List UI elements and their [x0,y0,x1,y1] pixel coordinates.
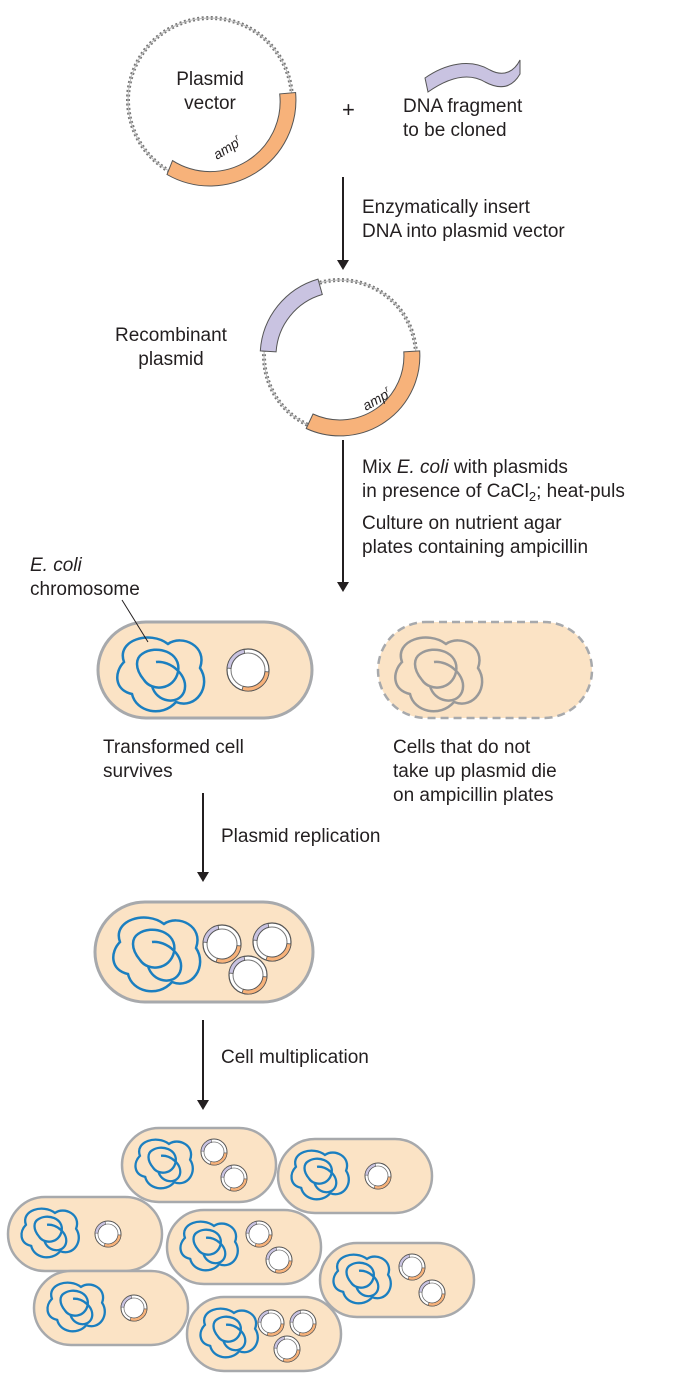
non-transformed-cell [376,620,594,720]
replicated-cell [93,900,315,1004]
chromosome [116,636,206,713]
step-insert-label: Enzymatically insert DNA into plasmid ve… [362,197,565,242]
colony-cell-body [32,1269,190,1347]
dead-cell-body [376,620,594,720]
colony-plasmid [273,1335,301,1363]
colony-cell-body [318,1241,476,1319]
colony-plasmid [245,1220,273,1248]
colony-cell-body [6,1195,164,1273]
colony-cell [318,1241,476,1319]
colony-plasmid [120,1294,148,1322]
colony-cell [165,1208,323,1286]
colony-plasmid [265,1246,293,1274]
colony-chromosome [179,1220,239,1272]
step-replication-label: Plasmid replication [221,826,381,847]
chromosome [112,916,202,993]
plus-sign: + [342,97,355,122]
colony-plasmid [398,1253,426,1281]
colony-cell [120,1126,278,1204]
recombinant-plasmid-label: Recombinant plasmid [115,325,227,370]
colony-cell-body [165,1208,323,1286]
plasmid-copy [252,922,292,962]
colony-plasmid [94,1220,122,1248]
plasmid-copy [202,924,242,964]
dead-chromosome [394,636,484,713]
colony-chromosome [290,1149,350,1201]
plasmid-in-cell [226,648,270,692]
recombinant-plasmid: ampr [259,278,421,437]
colony-cell [185,1295,343,1373]
colony-cell-body [276,1137,434,1215]
cell-colony [6,1126,476,1373]
dead-cell-label: Cells that do not take up plasmid die on… [393,737,557,806]
step-transform-label: Mix E. coli with plasmids in presence of… [362,457,625,558]
plasmid-copy [228,955,268,995]
colony-chromosome [20,1207,80,1259]
colony-plasmid [220,1164,248,1192]
dna-fragment-label: DNA fragment to be cloned [403,96,523,141]
plasmid-vector-label: Plasmid vector [176,69,244,114]
transformed-cell [96,599,314,720]
colony-cell-body [120,1126,278,1204]
chromosome-pointer [121,599,149,643]
transformed-cell-label: Transformed cell survives [103,737,244,782]
colony-chromosome [46,1281,106,1333]
colony-cell [276,1137,434,1215]
recombinant-amp-segment [305,350,421,437]
colony-chromosome [199,1307,259,1359]
ecoli-chromosome-label: E. coli chromosome [30,555,140,600]
cell-body [96,620,314,720]
colony-plasmid [418,1279,446,1307]
insert-dna-segment [259,278,323,353]
colony-chromosome [332,1253,392,1305]
amp-gene-segment [166,91,297,187]
colony-cell [6,1195,164,1273]
colony-plasmid [364,1162,392,1190]
dna-fragment-shape [424,59,521,93]
step-multiplication-label: Cell multiplication [221,1047,369,1068]
colony-plasmid [289,1309,317,1337]
colony-chromosome [134,1138,194,1190]
plasmid-vector: ampr [126,16,297,187]
colony-cell [32,1269,190,1347]
colony-plasmid [200,1138,228,1166]
colony-plasmid [257,1309,285,1337]
